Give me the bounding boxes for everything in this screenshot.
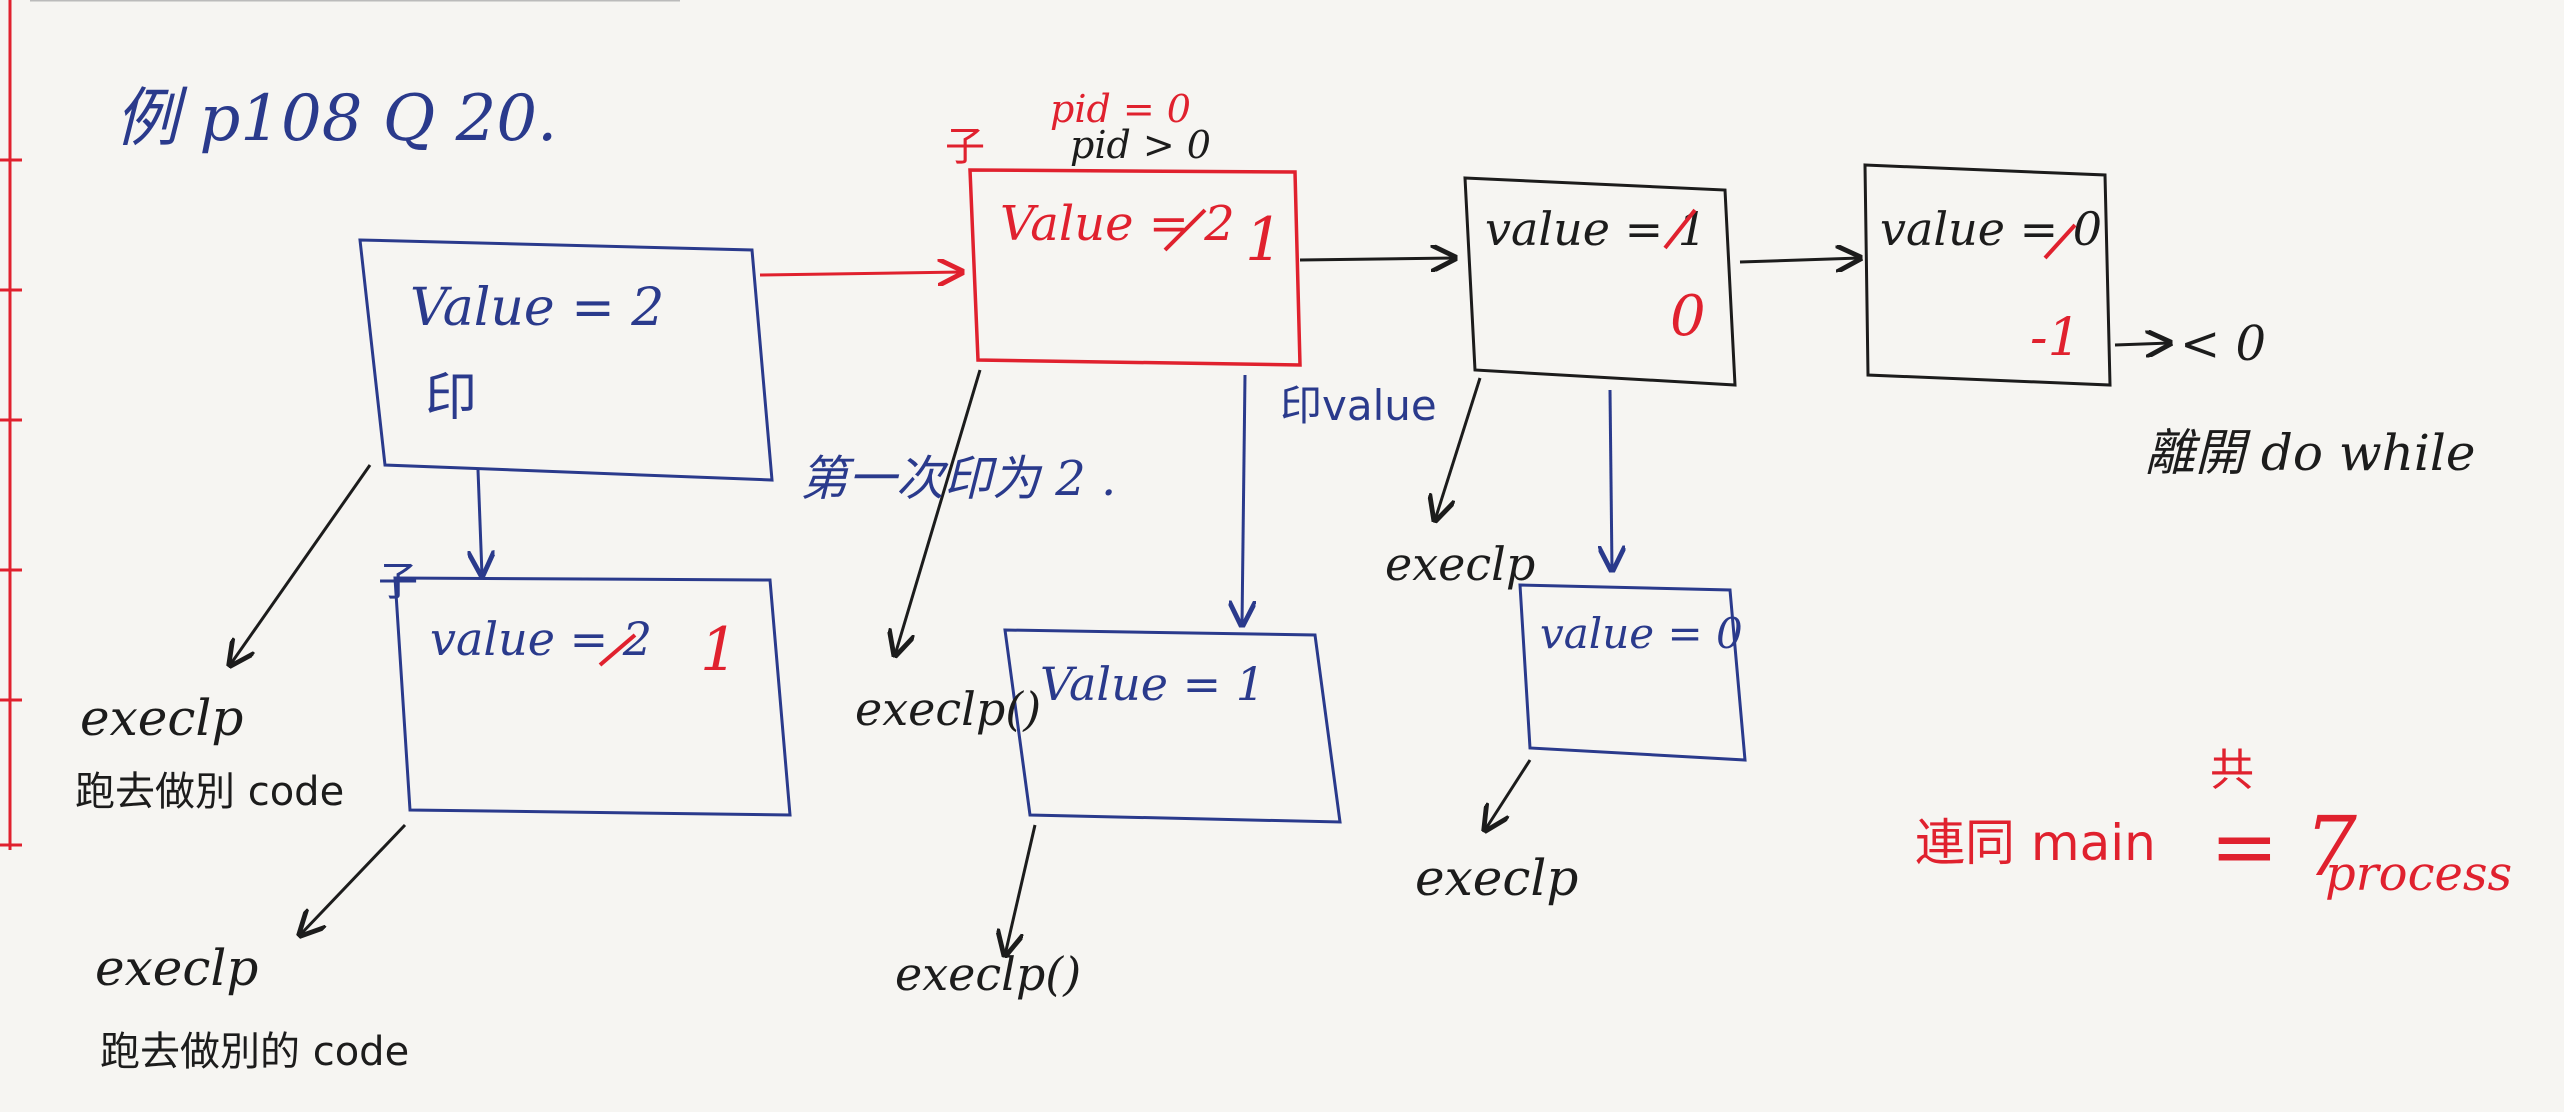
process-count-summary: 連同 main 共 = 7 process xyxy=(1915,745,2512,902)
summary-unit: process xyxy=(2325,846,2512,902)
box-5-value: value = 2 xyxy=(430,612,652,666)
summary-top: 共 xyxy=(2210,745,2254,796)
box-4-new-value: -1 xyxy=(2030,308,2081,368)
summary-prefix: 連同 main xyxy=(1915,814,2156,872)
strike-mark xyxy=(2043,223,2077,260)
arrow-exec-box5 xyxy=(300,823,407,935)
box-6-value: Value = 1 xyxy=(1040,657,1265,711)
exec-label-box5: execlp xyxy=(95,939,258,997)
arrow-exec-box3 xyxy=(1435,377,1482,520)
box-red-new-value: 1 xyxy=(1245,205,1283,275)
arrow-main-to-red xyxy=(759,272,962,275)
fork-arrows xyxy=(478,258,2170,625)
arrow-red-to-box6 xyxy=(1242,374,1245,625)
child-marker-blue: 子 xyxy=(378,559,418,605)
strike-mark xyxy=(1163,208,1207,252)
exec-desc-main: 跑去做別 code xyxy=(75,769,344,815)
process-box-5: 子 value = 2 1 xyxy=(378,559,792,817)
arrow-exec-main xyxy=(230,464,372,665)
box-4-value: value = 0 xyxy=(1880,202,2102,256)
process-box-3: value = 1 0 xyxy=(1463,176,1737,387)
box-main-print: 印 xyxy=(425,368,477,428)
process-box-4: value = 0 -1 xyxy=(1863,163,2112,387)
box-7-value: value = 0 xyxy=(1540,609,1743,658)
box-red-value: Value = 2 xyxy=(1000,196,1235,252)
exit-note: 離開 do while xyxy=(2145,424,2475,482)
first-print-note: 第一次印为 2 . xyxy=(800,451,1116,507)
arrow-box3-to-box4 xyxy=(1739,258,1860,262)
box-3-new-value: 0 xyxy=(1670,284,1706,349)
process-box-6: Value = 1 xyxy=(1003,628,1342,824)
exec-desc-box5: 跑去做別的 code xyxy=(100,1029,409,1075)
exec-label-box6: execlp() xyxy=(895,947,1081,1001)
arrow-exec-box6 xyxy=(1005,824,1037,955)
exec-label-main: execlp xyxy=(80,689,243,747)
arrow-exec-red xyxy=(895,369,982,655)
arrow-main-to-box5 xyxy=(478,469,482,575)
exec-arrows xyxy=(230,369,1532,955)
box-red-print-value: 印value xyxy=(1280,381,1437,430)
process-box-red: 子 Value = 2 1 印value xyxy=(945,124,1437,430)
exec-label-box7: execlp xyxy=(1415,849,1578,907)
child-marker-red: 子 xyxy=(945,124,985,170)
header-note: 例 p108 Q 20. xyxy=(115,82,557,156)
box-5-new-value: 1 xyxy=(700,615,738,685)
process-box-7: value = 0 xyxy=(1518,583,1747,762)
arrow-red-to-box3 xyxy=(1299,258,1455,260)
process-box-main: Value = 2 印 xyxy=(358,238,774,482)
summary-count: = 7 xyxy=(2210,800,2358,895)
strike-mark xyxy=(1663,208,1697,250)
pid-child-label: pid = 0 xyxy=(1050,87,1191,131)
exit-condition: < 0 xyxy=(2180,316,2266,372)
box-main-value: Value = 2 xyxy=(410,278,664,338)
arrow-exec-box7 xyxy=(1485,759,1532,830)
notebook-margin xyxy=(0,0,680,850)
arrow-box4-exit xyxy=(2114,343,2170,345)
pid-parent-label: pid > 0 xyxy=(1070,123,1211,167)
box-3-value: value = 1 xyxy=(1485,202,1707,256)
exec-label-box3: execlp xyxy=(1385,537,1535,591)
strike-mark xyxy=(598,633,637,667)
arrow-box3-to-box7 xyxy=(1610,389,1612,570)
exec-label-red: execlp() xyxy=(855,682,1041,736)
